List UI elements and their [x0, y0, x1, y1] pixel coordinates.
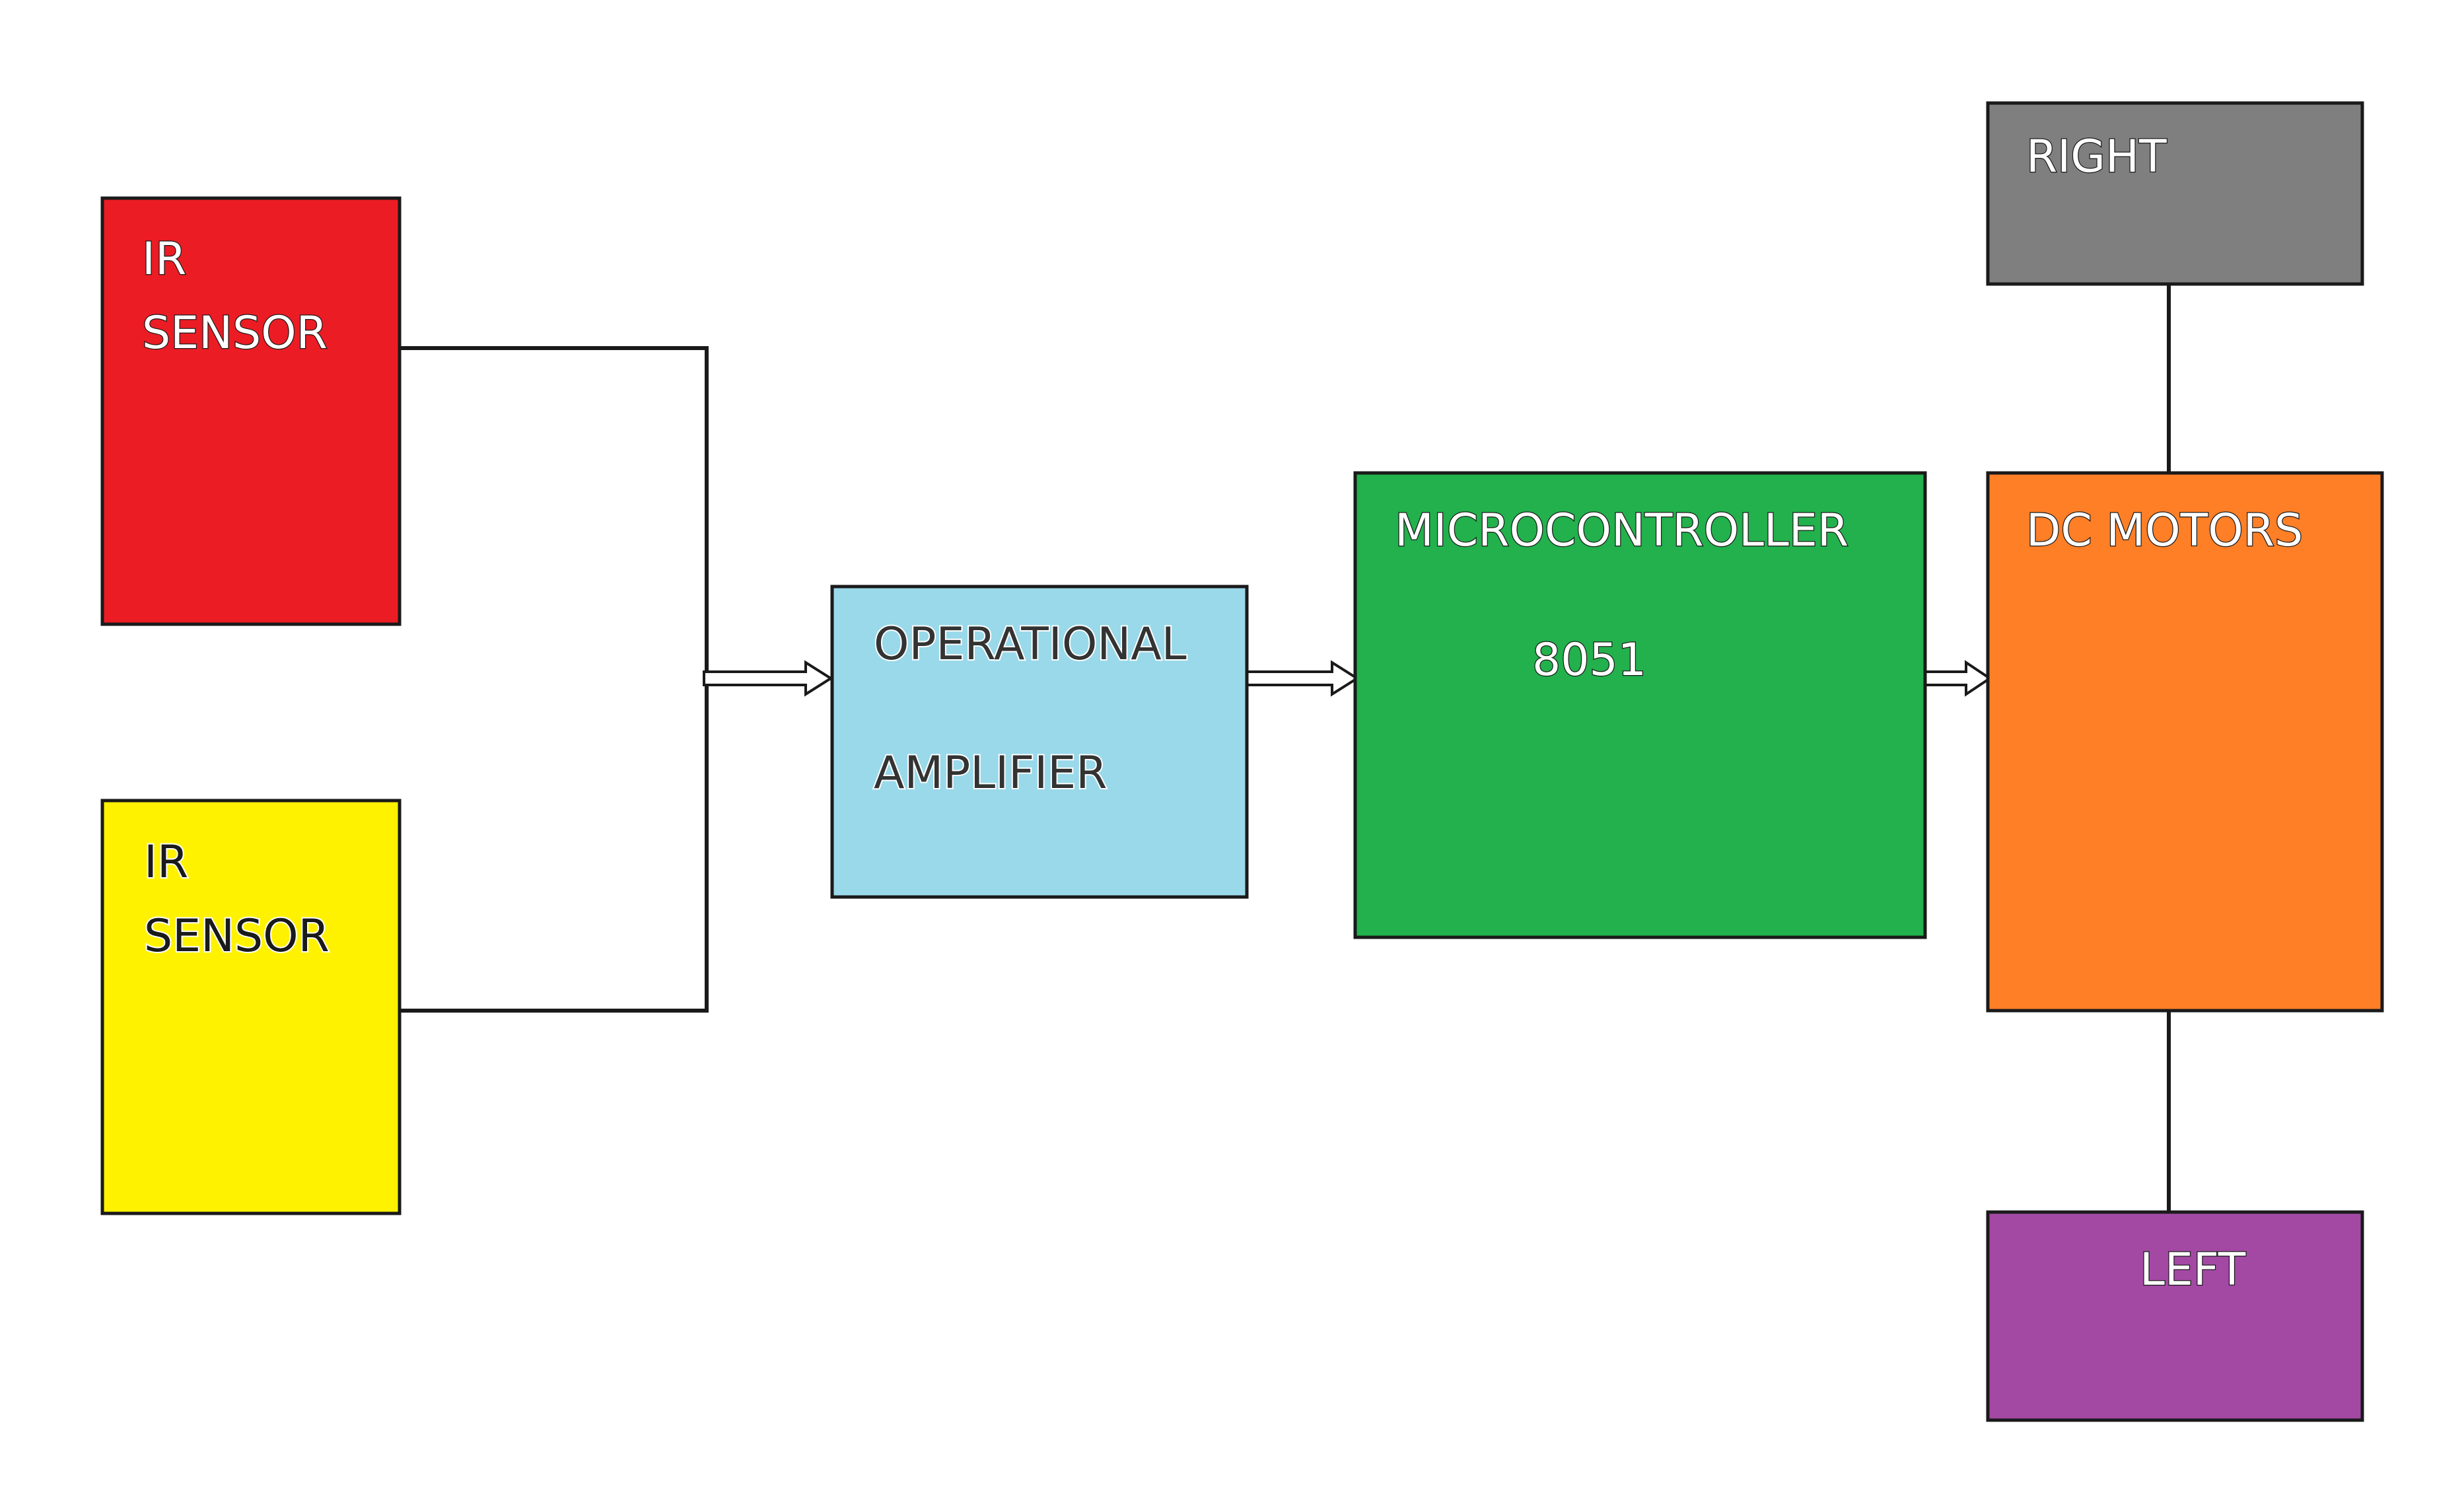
op-amp-block: OPERATIONAL AMPLIFIER [830, 585, 1249, 899]
left-motor-label: LEFT [2140, 1244, 2246, 1296]
ir-sensor-bottom-box [100, 799, 402, 1215]
ir-sensor-bottom-label-line1: IR [144, 836, 188, 888]
dc-motors-label: DC MOTORS [2026, 505, 2303, 557]
arrow-to-dc-motors [1918, 660, 1992, 697]
ir-sensor-top-label-line2: SENSOR [142, 307, 328, 359]
microcontroller-label-line2: 8051 [1532, 634, 1646, 686]
ir-sensor-top-block: IR SENSOR [100, 196, 402, 626]
dc-motors-box [1986, 471, 2384, 1013]
right-motor-box [1986, 101, 2364, 286]
op-amp-box [830, 585, 1249, 899]
microcontroller-label-line1: MICROCONTROLLER [1395, 505, 1848, 557]
right-motor-label: RIGHT [2026, 131, 2167, 183]
op-amp-label-line1: OPERATIONAL [874, 618, 1187, 670]
arrow-to-microcontroller [1246, 660, 1360, 697]
right-motor-block: RIGHT [1986, 101, 2364, 286]
arrows [703, 660, 1992, 697]
top-sensor-connector [400, 346, 709, 1013]
microcontroller-block: MICROCONTROLLER 8051 [1353, 471, 1927, 939]
ir-sensor-bottom-label-line2: SENSOR [144, 910, 330, 962]
ir-sensor-top-box [100, 196, 402, 626]
dc-motors-block: DC MOTORS [1986, 471, 2384, 1013]
ir-sensor-bottom-block: IR SENSOR [100, 799, 402, 1215]
ir-sensor-top-label-line1: IR [142, 233, 186, 285]
op-amp-label-line2: AMPLIFIER [874, 747, 1108, 799]
left-motor-box [1986, 1210, 2364, 1422]
left-motor-block: LEFT [1986, 1210, 2364, 1422]
microcontroller-box [1353, 471, 1927, 939]
arrow-to-op-amp [703, 660, 833, 697]
